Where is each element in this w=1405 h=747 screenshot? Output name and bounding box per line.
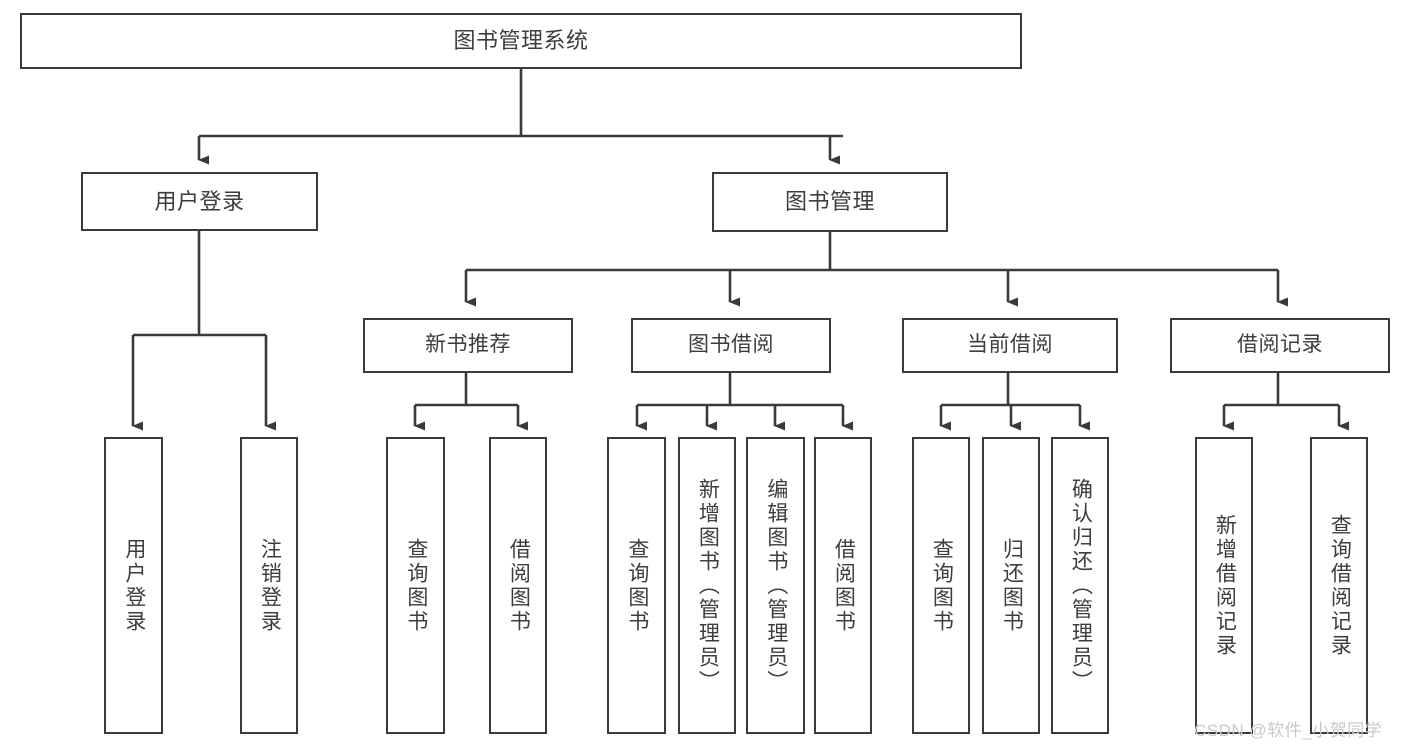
- node-label: 确认归还（管理员）: [1069, 477, 1093, 694]
- leaf-user-login[interactable]: 用户登录: [104, 437, 163, 734]
- leaf-logout[interactable]: 注销登录: [240, 437, 298, 734]
- leaf-query-book-recommend[interactable]: 查询图书: [386, 437, 445, 734]
- node-user-login[interactable]: 用户登录: [81, 172, 318, 231]
- leaf-return-book[interactable]: 归还图书: [982, 437, 1040, 734]
- leaf-query-borrow-record[interactable]: 查询借阅记录: [1310, 437, 1368, 734]
- node-label: 查询图书: [404, 537, 428, 634]
- leaf-query-book-borrow[interactable]: 查询图书: [607, 437, 666, 734]
- node-label: 当前借阅: [967, 333, 1053, 357]
- node-root-system[interactable]: 图书管理系统: [20, 13, 1022, 69]
- node-label: 新增图书（管理员）: [696, 477, 720, 694]
- watermark-text: CSDN @软件_小贺同学: [1194, 721, 1383, 740]
- leaf-add-borrow-record[interactable]: 新增借阅记录: [1195, 437, 1253, 734]
- leaf-borrow-book-recommend[interactable]: 借阅图书: [489, 437, 547, 734]
- node-label: 借阅图书: [507, 537, 531, 634]
- leaf-add-book-admin[interactable]: 新增图书（管理员）: [678, 437, 736, 734]
- leaf-query-book-current[interactable]: 查询图书: [912, 437, 970, 734]
- leaf-borrow-book[interactable]: 借阅图书: [814, 437, 872, 734]
- node-label: 图书借阅: [688, 333, 774, 357]
- node-label: 查询借阅记录: [1328, 513, 1352, 658]
- node-label: 查询图书: [930, 537, 954, 634]
- node-label: 用户登录: [122, 537, 146, 634]
- node-label: 注销登录: [258, 537, 282, 634]
- node-label: 查询图书: [625, 537, 649, 634]
- leaf-confirm-return-admin[interactable]: 确认归还（管理员）: [1051, 437, 1109, 734]
- node-book-borrow[interactable]: 图书借阅: [631, 318, 831, 373]
- node-label: 借阅图书: [832, 537, 856, 634]
- node-label: 图书管理系统: [453, 28, 589, 54]
- node-borrow-record[interactable]: 借阅记录: [1170, 318, 1390, 373]
- leaf-edit-book-admin[interactable]: 编辑图书（管理员）: [746, 437, 805, 734]
- node-label: 借阅记录: [1237, 333, 1323, 357]
- node-label: 新书推荐: [425, 333, 511, 357]
- node-label: 归还图书: [1000, 537, 1024, 634]
- node-book-management[interactable]: 图书管理: [712, 172, 948, 232]
- node-label: 编辑图书（管理员）: [764, 477, 788, 694]
- node-new-book-recommend[interactable]: 新书推荐: [363, 318, 573, 373]
- node-label: 图书管理: [784, 189, 875, 215]
- node-current-borrow[interactable]: 当前借阅: [902, 318, 1118, 373]
- node-label: 用户登录: [154, 188, 245, 214]
- node-label: 新增借阅记录: [1213, 513, 1237, 658]
